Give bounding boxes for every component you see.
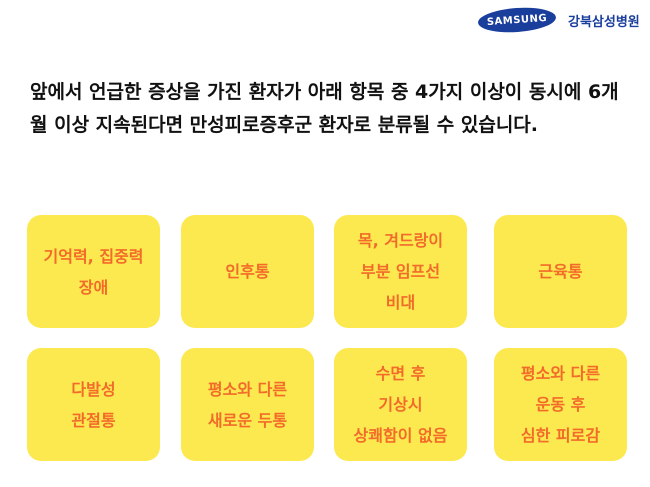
symptom-card: 다발성 관절통 bbox=[27, 348, 160, 461]
symptom-card: 평소와 다른 새로운 두통 bbox=[181, 348, 314, 461]
hospital-logo: SAMSUNG 강북삼성병원 bbox=[477, 5, 640, 35]
symptom-card: 목, 겨드랑이 부분 임프선 비대 bbox=[334, 215, 467, 328]
symptom-card: 평소와 다른 운동 후 심한 피로감 bbox=[494, 348, 627, 461]
symptom-card: 인후통 bbox=[181, 215, 314, 328]
symptom-card: 기억력, 집중력 장애 bbox=[27, 215, 160, 328]
hospital-name: 강북삼성병원 bbox=[568, 14, 640, 30]
intro-text: 앞에서 언급한 증상을 가진 환자가 아래 항목 중 4가지 이상이 동시에 6… bbox=[30, 81, 619, 136]
samsung-logo: SAMSUNG bbox=[477, 5, 557, 35]
symptom-card: 근육통 bbox=[494, 215, 627, 328]
symptom-card: 수면 후 기상시 상쾌함이 없음 bbox=[334, 348, 467, 461]
